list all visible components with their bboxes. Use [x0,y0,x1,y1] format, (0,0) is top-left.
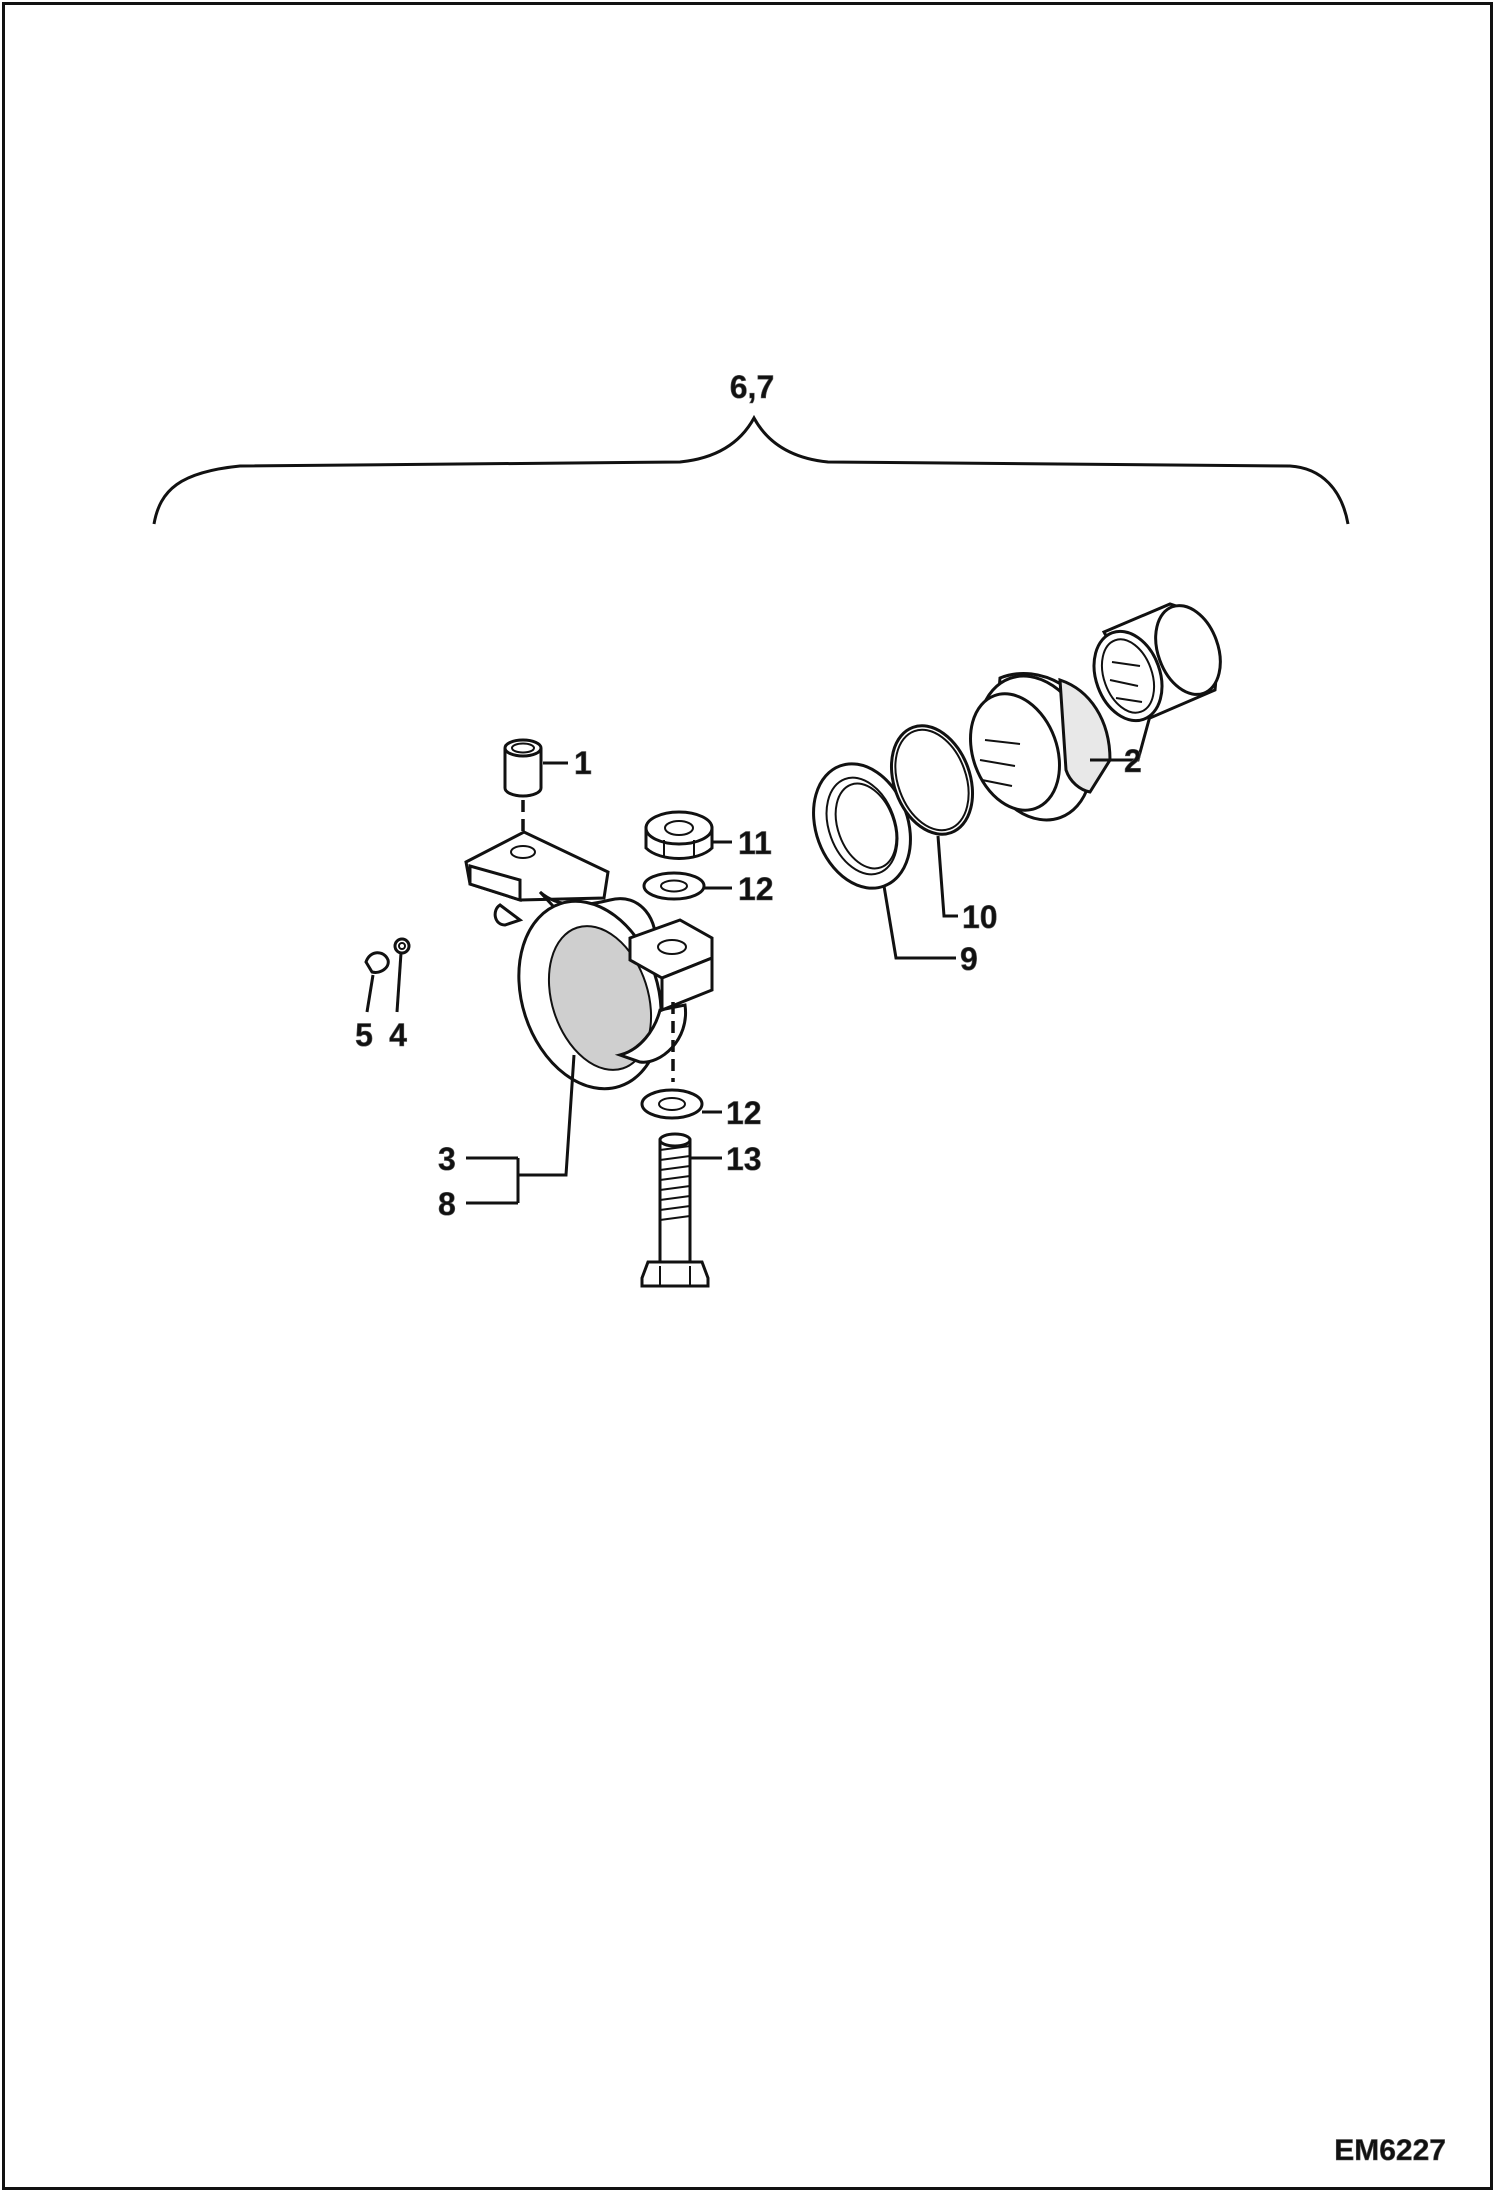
pin-part-1 [503,738,543,798]
callout-11: 11 [738,825,772,861]
leader-4 [395,952,403,1013]
o-ring-part-10 [889,724,975,836]
callout-3: 3 [438,1141,456,1177]
nut-part-11 [644,810,714,860]
grease-fitting-part-5 [364,951,390,974]
leader-2-plain [1118,715,1152,762]
callout-12-lower: 12 [726,1095,762,1131]
callout-10: 10 [962,899,998,935]
flanged-bushing-part-2 [969,672,1112,822]
leader-5 [365,974,375,1013]
leader-9 [882,885,956,960]
washer-part-12-lower [640,1088,704,1120]
callout-1: 1 [574,745,592,781]
callout-4: 4 [389,1017,407,1053]
washer-part-12-upper [642,871,706,901]
callout-13: 13 [726,1141,762,1177]
callout-5: 5 [355,1017,373,1053]
assembly-label: 6,7 [730,369,774,405]
callout-2: 2 [1124,743,1142,779]
bolt-part-13 [640,1132,710,1288]
callout-9: 9 [960,941,978,977]
drawing-code: EM6227 [1334,2134,1446,2167]
leader-10 [936,835,958,918]
clamp-bracket-part-3 [464,830,714,1091]
plain-bushing-part-2 [1092,602,1222,723]
fitting-part-4 [393,937,411,955]
callout-12-upper: 12 [738,871,774,907]
callout-8: 8 [438,1186,456,1222]
leader-3-8 [466,1054,576,1205]
assembly-brace [152,414,1350,525]
